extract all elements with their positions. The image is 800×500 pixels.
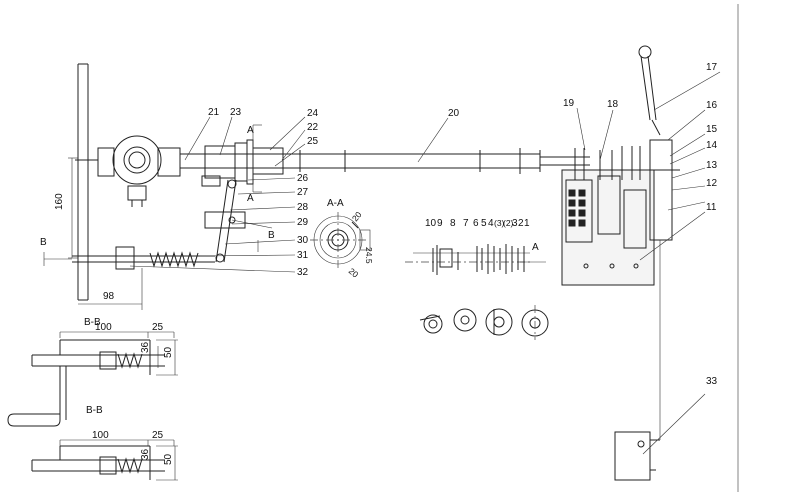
aa-dim-side: 24.5 (364, 247, 374, 264)
callout-21: 21 (208, 107, 220, 118)
callout-10: 10 (425, 218, 437, 229)
bb1-dim-36: 36 (140, 341, 151, 353)
callout-labels: 21 23 24 22 25 20 19 18 17 16 15 14 13 1… (208, 62, 718, 387)
callout-3-paren: (3) (494, 218, 505, 228)
callout-24: 24 (307, 108, 319, 119)
dim-160-label: 160 (54, 193, 65, 210)
aa-dim-20-top: 20 (350, 209, 364, 223)
section-aa-title: A-A (327, 198, 344, 209)
callout-15: 15 (706, 124, 718, 135)
bb2-dim-100: 100 (92, 430, 109, 441)
callout-11: 11 (706, 202, 717, 213)
control-panel (561, 139, 680, 440)
bottom-bracket (614, 393, 706, 481)
callout-25: 25 (307, 136, 319, 147)
lever-linkage (204, 179, 273, 263)
callout-31: 31 (297, 250, 309, 261)
callout-13: 13 (706, 160, 718, 171)
callout-4: 4 (488, 218, 494, 229)
section-marker-b-left: B (40, 237, 47, 248)
top-lever (638, 45, 661, 136)
callout-5: 5 (481, 218, 487, 229)
callout-9: 9 (437, 218, 443, 229)
callout-3: 3 (512, 218, 518, 229)
callout-2: 2 (518, 218, 524, 229)
section-marker-b-right: B (268, 230, 275, 241)
section-marker-a-right: A (532, 242, 539, 253)
bb2-title: B-B (86, 405, 103, 416)
bb2-dim-36: 36 (140, 448, 151, 460)
callout-18: 18 (607, 99, 619, 110)
callout-27: 27 (297, 187, 309, 198)
section-aa-view: A-A 20 24.5 20 (310, 198, 374, 280)
callout-29: 29 (297, 217, 309, 228)
bb-view-1: B-B 100 25 36 50 (7, 317, 178, 427)
bearing-block: A A (201, 124, 284, 204)
callout-1: 1 (524, 218, 530, 229)
main-shaft (180, 148, 590, 174)
exploded-parts-row: A (405, 242, 546, 275)
dimension-160: 160 (54, 157, 78, 259)
bb1-dim-25: 25 (152, 322, 164, 333)
bb1-dim-100: 100 (95, 322, 112, 333)
callout-17: 17 (706, 62, 718, 73)
callout-22: 22 (307, 122, 319, 133)
section-marker-a-bottom: A (247, 193, 254, 204)
callout-7: 7 (463, 218, 469, 229)
bb-view-2: B-B 100 25 36 50 (31, 405, 178, 481)
dimension-98: 98 (78, 268, 143, 310)
callout-12: 12 (706, 178, 718, 189)
callout-32: 32 (297, 267, 309, 278)
callout-16: 16 (706, 100, 718, 111)
callout-28: 28 (297, 202, 309, 213)
universal-joint (75, 135, 181, 207)
callout-26: 26 (297, 173, 309, 184)
spring-rod: B B (40, 230, 275, 270)
callout-33: 33 (706, 376, 718, 387)
callout-2-paren: (2) (503, 218, 514, 228)
callout-6: 6 (473, 218, 479, 229)
callout-19: 19 (563, 98, 575, 109)
section-marker-a-top: A (247, 125, 254, 136)
terminal-block (568, 189, 586, 227)
leaders-right (576, 71, 721, 261)
leaders-left (129, 116, 449, 273)
callout-8: 8 (450, 218, 456, 229)
cam-parts (419, 305, 549, 340)
bb1-dim-50: 50 (163, 346, 174, 358)
bb1-title: B-B (84, 317, 101, 328)
callout-23: 23 (230, 107, 242, 118)
callout-20: 20 (448, 108, 460, 119)
bb2-dim-50: 50 (163, 453, 174, 465)
callout-14: 14 (706, 140, 718, 151)
dim-98-label: 98 (103, 291, 115, 302)
vertical-post (77, 63, 89, 301)
bb2-dim-25: 25 (152, 430, 164, 441)
callout-30: 30 (297, 235, 309, 246)
aa-dim-20-bottom: 20 (347, 266, 361, 280)
